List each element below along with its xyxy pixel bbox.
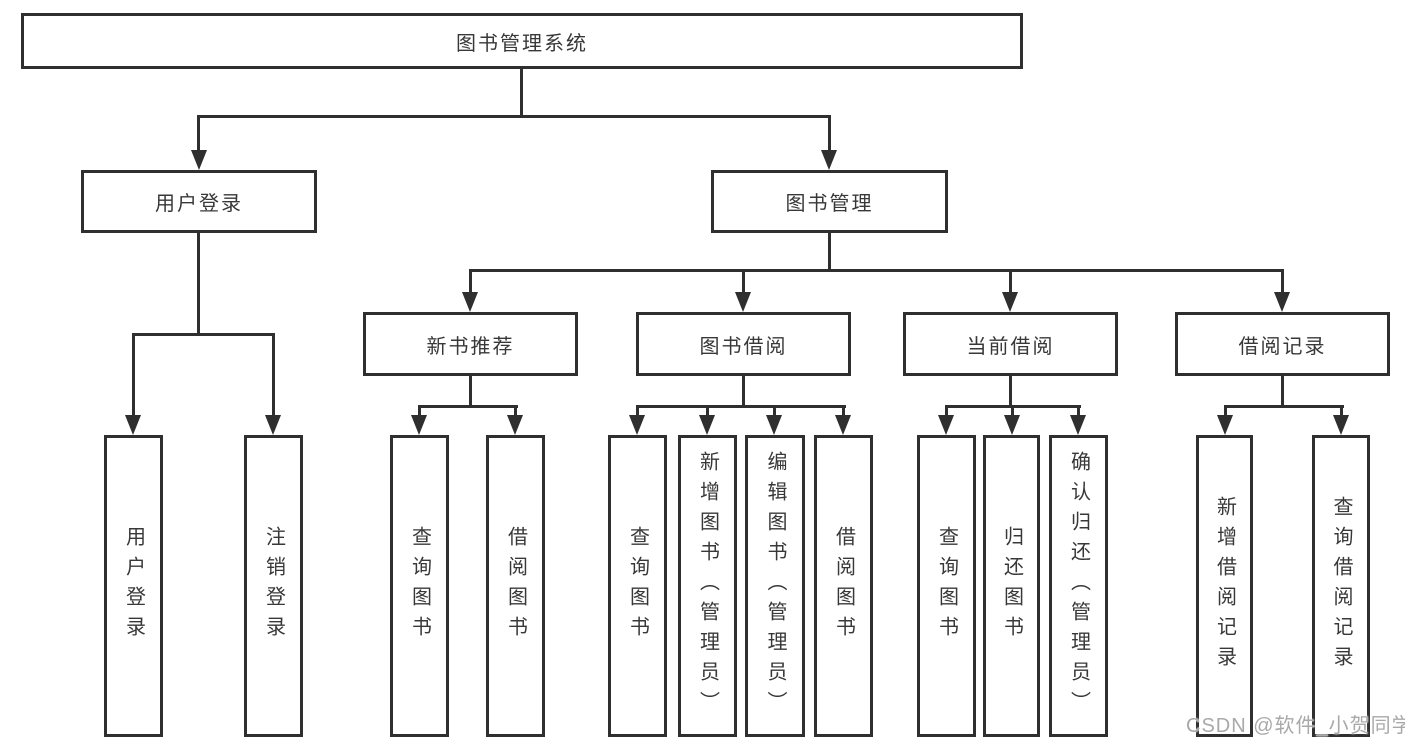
connector-line-h (132, 333, 275, 336)
leaf-label: 新增借阅记录 (1213, 496, 1236, 676)
leaf-bb-borrow-books: 借阅图书 (814, 435, 873, 737)
connector-line-h (469, 269, 1284, 272)
connector-line-v (1281, 374, 1284, 408)
arrow-down-icon (735, 292, 751, 312)
arrow-down-icon (821, 150, 837, 170)
arrow-down-icon (1004, 415, 1020, 435)
node-book-borrowing: 图书借阅 (636, 312, 851, 376)
arrow-down-icon (1002, 292, 1018, 312)
leaf-cb-confirm-return-admin: 确认归还（管理员） (1049, 435, 1108, 737)
node-label: 图书管理系统 (456, 32, 588, 55)
arrow-down-icon (629, 415, 645, 435)
node-user-login: 用户登录 (81, 170, 317, 233)
connector-line-v (132, 333, 135, 417)
arrow-down-icon (699, 415, 715, 435)
connector-line-v (842, 405, 845, 419)
leaf-nbr-query-books: 查询图书 (390, 435, 449, 737)
connector-line-h (197, 115, 831, 118)
connector-line-v (945, 405, 948, 419)
connector-line-h (636, 405, 846, 408)
node-current-borrowing: 当前借阅 (903, 312, 1118, 376)
arrow-down-icon (1274, 292, 1290, 312)
arrow-down-icon (835, 415, 851, 435)
arrow-down-icon (265, 415, 281, 435)
arrow-down-icon (1070, 415, 1086, 435)
connector-line-v (469, 269, 472, 297)
leaf-user-login: 用户登录 (104, 435, 163, 737)
leaf-label: 编辑图书（管理员） (764, 451, 786, 721)
connector-line-v (197, 231, 200, 336)
connector-line-v (636, 405, 639, 419)
arrow-down-icon (1217, 415, 1233, 435)
leaf-logout: 注销登录 (244, 435, 303, 737)
node-label: 图书借阅 (699, 335, 788, 358)
leaf-cb-query-books: 查询图书 (917, 435, 976, 737)
leaf-label: 确认归还（管理员） (1067, 451, 1090, 721)
leaf-bb-add-books-admin: 新增图书（管理员） (678, 435, 737, 737)
connector-line-v (828, 231, 831, 272)
connector-line-v (520, 67, 523, 118)
connector-line-v (742, 374, 745, 408)
leaf-label: 新增图书（管理员） (696, 451, 719, 721)
node-book-management: 图书管理 (711, 170, 948, 233)
connector-line-v (1077, 405, 1080, 419)
arrow-down-icon (191, 150, 207, 170)
node-new-book-recommend: 新书推荐 (363, 312, 578, 376)
node-label: 用户登录 (155, 193, 243, 215)
leaf-label: 用户登录 (122, 526, 145, 646)
connector-line-v (197, 115, 200, 155)
csdn-watermark: CSDN @软件_小贺同学 (1186, 715, 1405, 737)
arrow-down-icon (766, 415, 782, 435)
connector-line-v (828, 115, 831, 155)
leaf-br-add-borrow-record: 新增借阅记录 (1196, 435, 1253, 737)
leaf-label: 注销登录 (262, 526, 285, 646)
connector-line-h (1224, 405, 1344, 408)
connector-line-v (773, 405, 776, 419)
leaf-bb-query-books: 查询图书 (608, 435, 667, 737)
connector-line-v (1340, 405, 1343, 419)
node-label: 新书推荐 (426, 335, 515, 358)
node-root-system: 图书管理系统 (21, 13, 1023, 69)
leaf-bb-edit-books-admin: 编辑图书（管理员） (745, 435, 805, 737)
leaf-label: 查询图书 (626, 526, 649, 646)
node-borrowing-records: 借阅记录 (1175, 312, 1390, 376)
arrow-down-icon (507, 415, 523, 435)
arrow-down-icon (411, 415, 427, 435)
node-label: 当前借阅 (966, 335, 1055, 358)
arrow-down-icon (125, 415, 141, 435)
leaf-label: 查询图书 (935, 526, 958, 646)
leaf-cb-return-books: 归还图书 (983, 435, 1040, 737)
connector-line-v (1011, 405, 1014, 419)
leaf-label: 查询图书 (408, 526, 431, 646)
node-label: 图书管理 (785, 193, 874, 215)
connector-line-v (418, 405, 421, 419)
connector-line-v (272, 333, 275, 417)
connector-line-v (514, 405, 517, 419)
connector-line-v (1224, 405, 1227, 419)
leaf-label: 借阅图书 (504, 526, 527, 646)
arrow-down-icon (938, 415, 954, 435)
leaf-label: 查询借阅记录 (1330, 496, 1352, 676)
connector-line-v (469, 374, 472, 408)
connector-line-v (706, 405, 709, 419)
arrow-down-icon (462, 292, 478, 312)
leaf-br-query-borrow-record: 查询借阅记录 (1312, 435, 1370, 737)
connector-line-v (742, 269, 745, 297)
connector-line-v (1009, 269, 1012, 297)
leaf-label: 借阅图书 (832, 526, 855, 646)
connector-line-h (418, 405, 518, 408)
connector-line-v (1009, 374, 1012, 408)
connector-line-v (1281, 269, 1284, 297)
node-label: 借阅记录 (1238, 335, 1327, 358)
arrow-down-icon (1333, 415, 1349, 435)
leaf-label: 归还图书 (1000, 526, 1023, 646)
leaf-nbr-borrow-books: 借阅图书 (486, 435, 545, 737)
